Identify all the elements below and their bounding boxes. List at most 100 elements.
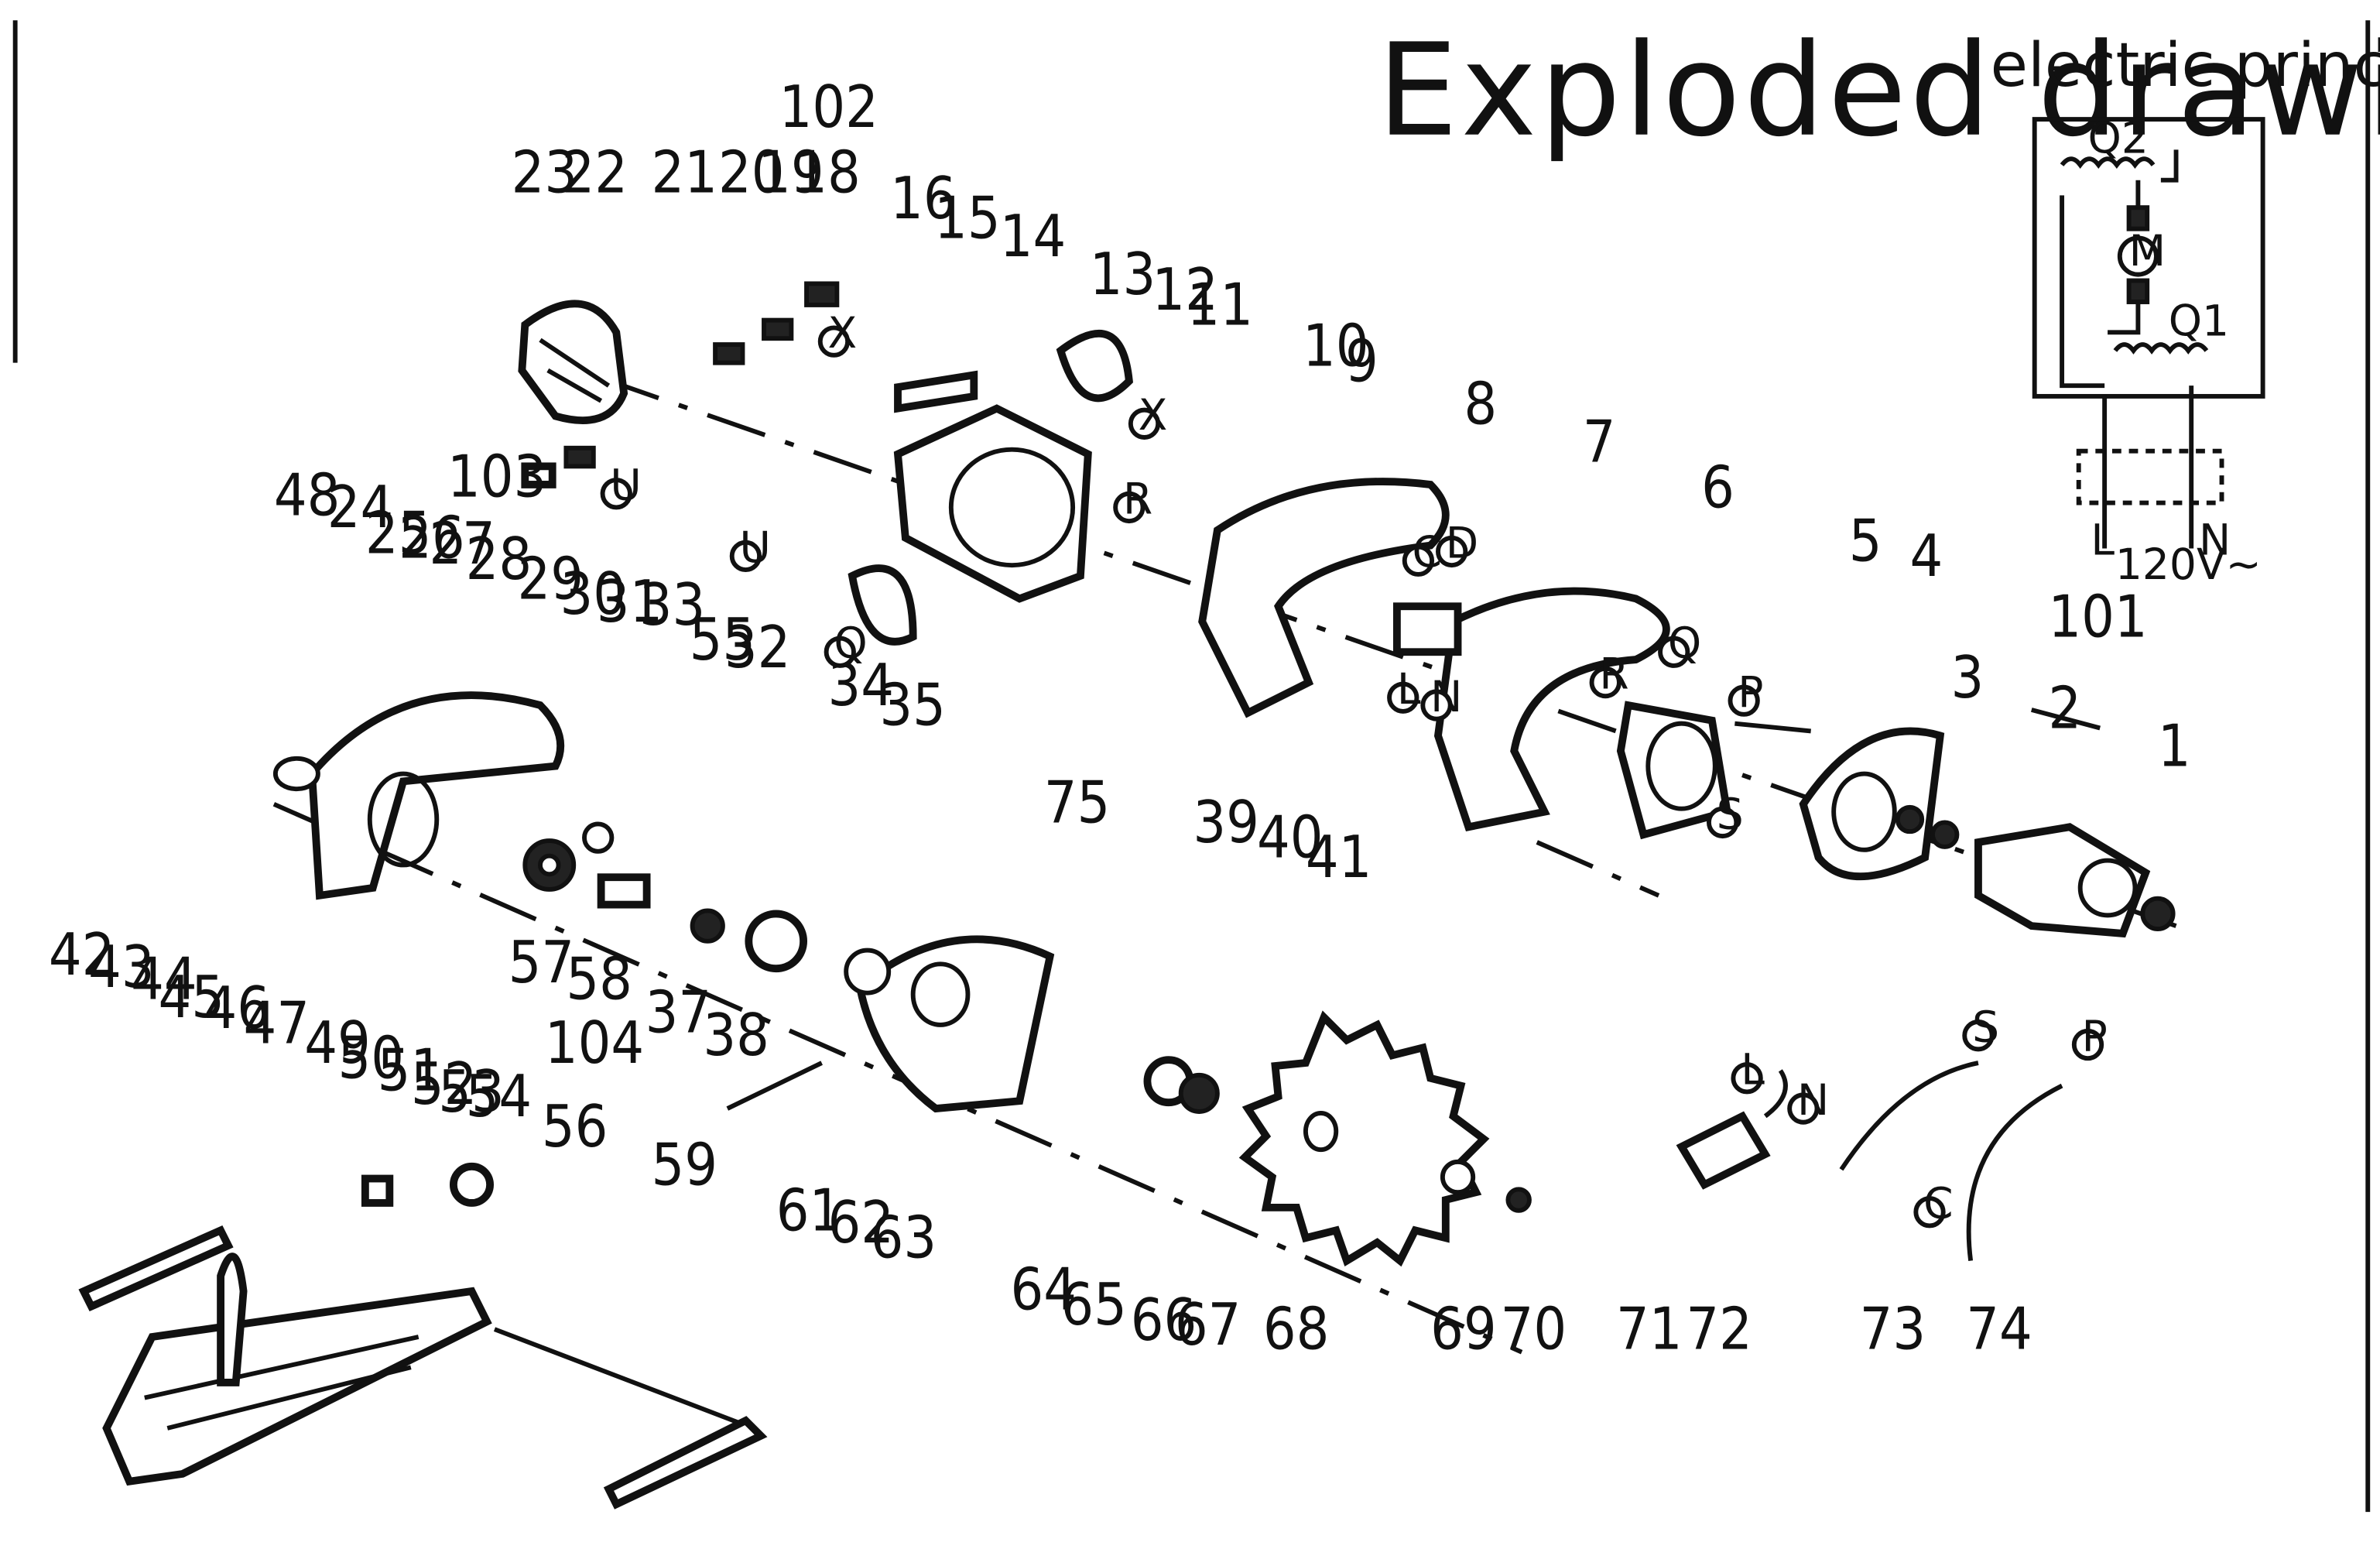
part-number-64: 64 [1010,1256,1077,1324]
wire-marker-letter: S [1717,789,1744,838]
part-number-20: 20 [718,139,785,206]
part-number-67: 67 [1175,1291,1241,1359]
base-plate [102,1253,492,1486]
fan-baffle [1799,727,1945,880]
part-number-5: 5 [1849,507,1882,574]
part-number-10: 10 [1303,313,1369,380]
wire-marker-c: C [1913,1179,1954,1229]
part-number-49: 49 [304,1009,371,1077]
part-number-6: 6 [1701,454,1734,521]
part-number-55: 55 [690,606,756,673]
part-number-14: 14 [1000,203,1067,270]
saw-blade [1238,1010,1490,1267]
wire-marker-letter: P [2082,1011,2108,1061]
part-number-21: 21 [651,139,717,206]
wire-marker-d: D [1436,518,1478,567]
switch-box [2076,448,2224,505]
part-number-1: 1 [2158,713,2191,780]
part-number-26: 26 [399,504,465,571]
wire-marker-n: N [1787,1075,1829,1125]
switch [1392,602,1462,656]
bearing-plate [745,910,808,973]
wire-marker-l: L [1731,1045,1765,1095]
part-number-22: 22 [561,139,628,206]
rip-fence-clamp [78,1225,234,1312]
page-title: Exploded drawing [1377,16,2380,165]
wire-marker-letter: S [1972,1002,1999,1052]
motor-symbol [2117,235,2159,277]
handle-half-right [1433,587,1670,832]
part-number-25: 25 [365,499,432,567]
wire-marker-s: S [1706,789,1744,838]
part-number-63: 63 [871,1205,937,1272]
wire-marker-letter: R [1123,474,1152,523]
brush-bottom [2126,278,2150,304]
part-number-13: 13 [1090,241,1156,308]
screw-1 [2031,708,2101,731]
brush-holders [521,281,840,488]
wire-marker-letter: U [740,523,771,572]
wire-marker-q: Q [824,619,868,668]
wire-marker-x: X [817,308,857,358]
schematic-frame [2032,117,2265,399]
schematic-leads [2060,195,2194,549]
wire-marker-letter: P [1738,667,1763,717]
blade-bolt [1505,1187,1532,1213]
part-number-18: 18 [794,139,861,206]
part-number-69: 69 [1430,1296,1497,1363]
part-labels: 1234567891011121314151618192021222324252… [49,74,2191,1363]
part-number-29: 29 [517,545,584,612]
nut [361,1174,394,1207]
part-number-43: 43 [88,934,155,1001]
terminal-n: N [2199,515,2231,564]
wire-marker-q: Q [1658,619,1701,668]
part-number-68: 68 [1263,1296,1330,1363]
part-number-47: 47 [244,990,310,1057]
part-number-33: 33 [639,571,706,639]
part-number-59: 59 [651,1131,717,1198]
wire-marker-letter: R [1599,649,1628,698]
part-number-50: 50 [337,1025,404,1092]
armature [1895,804,2176,938]
part-number-2: 2 [2048,675,2081,742]
wire-marker-letter: N [1430,672,1462,721]
part-number-75: 75 [1044,769,1111,836]
part-number-61: 61 [776,1177,843,1244]
part-number-74: 74 [1966,1296,2032,1363]
part-number-7: 7 [1583,408,1616,475]
part-number-42: 42 [49,921,115,989]
part-number-46: 46 [204,975,270,1042]
wire-marker-letter: L [1397,664,1421,714]
rear-end-cap [518,300,628,424]
wire-marker-letter: D [1446,518,1478,567]
wire-marker-x: X [1128,390,1167,440]
side-cover [848,564,917,646]
brush-top [2126,205,2150,231]
part-number-3: 3 [1951,644,1984,711]
screw-centerline [1536,840,1660,898]
part-number-12: 12 [1152,256,1218,324]
q1-label: Q1 [2169,296,2229,345]
part-number-52: 52 [411,1050,478,1118]
part-number-27: 27 [429,510,495,577]
terminal-l: L [2091,515,2115,564]
wire-marker-s: S [1962,1002,1999,1052]
part-number-35: 35 [879,672,946,739]
lower-blade-guard [855,935,1055,1113]
part-number-65: 65 [1060,1271,1127,1338]
part-number-58: 58 [566,946,632,1013]
upper-blade-guard [308,691,565,900]
part-number-32: 32 [724,614,791,681]
part-number-11: 11 [1187,272,1254,339]
q2-label: Q2 [2088,113,2149,163]
part-number-23: 23 [512,139,578,206]
bearing [690,908,725,944]
part-number-104: 104 [545,1009,644,1077]
stator [1616,701,1732,840]
part-number-41: 41 [1306,824,1372,891]
part-number-54: 54 [466,1063,533,1130]
blade-centerline [272,802,1523,1355]
part-number-40: 40 [1257,804,1324,872]
inner-flange [1178,1072,1220,1114]
voltage-label: 120V~ [2115,540,2262,589]
